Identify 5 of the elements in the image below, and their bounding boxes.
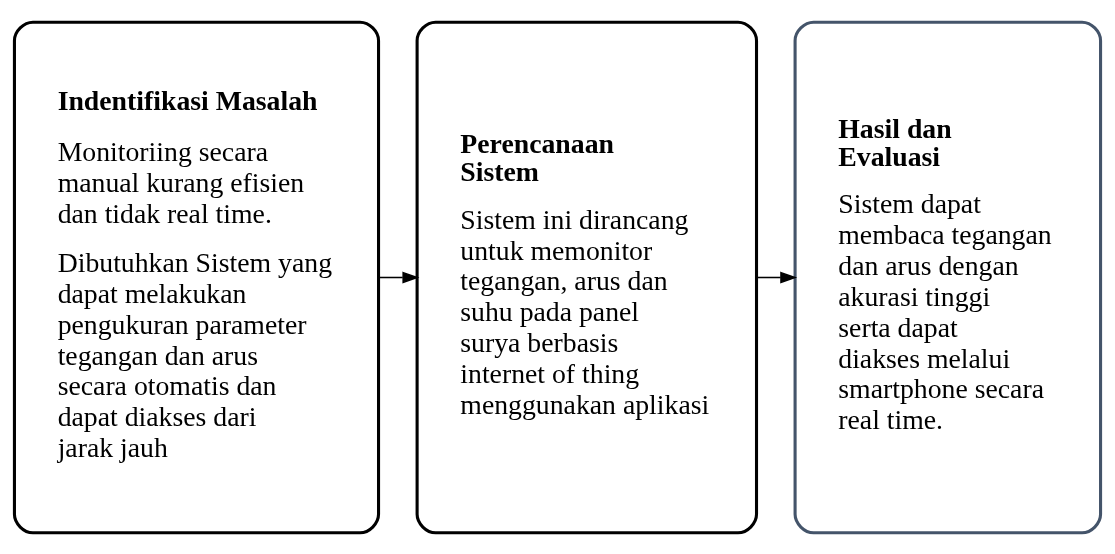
node-box: Indentifikasi Masalah Monitoriing secara manual kurang efisien dan tidak real time. Dibutuhkan Sistem yang dapat melakukan pengukuran parameter tegangan dan arus secara otomatis dan dapat diakses dari jarak jauh [12,20,381,534]
arrow [377,271,420,283]
arrow [756,271,798,283]
node-box: Hasil dan Evaluasi Sistem dapat membaca tegangan dan arus dengan akurasi tinggi serta dapat diakses melalui smartphone secara real time. [793,20,1103,534]
node-box: Perencanaan Sistem Sistem ini dirancang untuk memonitor tegangan, arus dan suhu pada panel surya berbasis internet of thing menggunakan aplikasi [415,20,759,534]
